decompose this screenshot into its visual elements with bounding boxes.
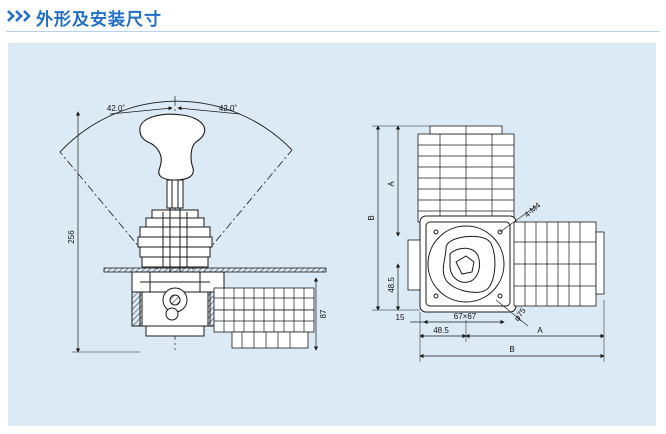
height-lower-label: 87 xyxy=(319,309,328,318)
section-title: 外形及安装尺寸 xyxy=(36,10,162,30)
side-view xyxy=(59,96,327,353)
dim-B-vertical: B xyxy=(367,215,376,220)
angle-right-label: 42.0˚ xyxy=(219,104,238,113)
dim-15: 15 xyxy=(396,313,405,322)
swing-arc xyxy=(59,100,293,153)
dim-A-vertical: A xyxy=(387,181,396,187)
triple-chevron-icon xyxy=(7,10,31,22)
dim-B-horizontal: B xyxy=(509,345,514,354)
top-view xyxy=(372,125,605,362)
handle-knob xyxy=(139,113,206,181)
mounting-plate xyxy=(103,267,327,273)
height-total-label: 256 xyxy=(67,230,76,244)
section-header: 外形及安装尺寸 xyxy=(0,0,666,34)
dim-48-5-horizontal: 48.5 xyxy=(433,326,449,335)
dim-4-M4: 4-M4 xyxy=(523,200,543,219)
dim-67x67: 67×67 xyxy=(454,312,477,321)
header-divider xyxy=(6,31,660,32)
angle-left-label: 42.0˚ xyxy=(107,104,126,113)
bellows-boot xyxy=(137,209,213,268)
dim-48-5-vertical: 48.5 xyxy=(387,277,396,293)
dim-A-horizontal: A xyxy=(537,326,543,335)
